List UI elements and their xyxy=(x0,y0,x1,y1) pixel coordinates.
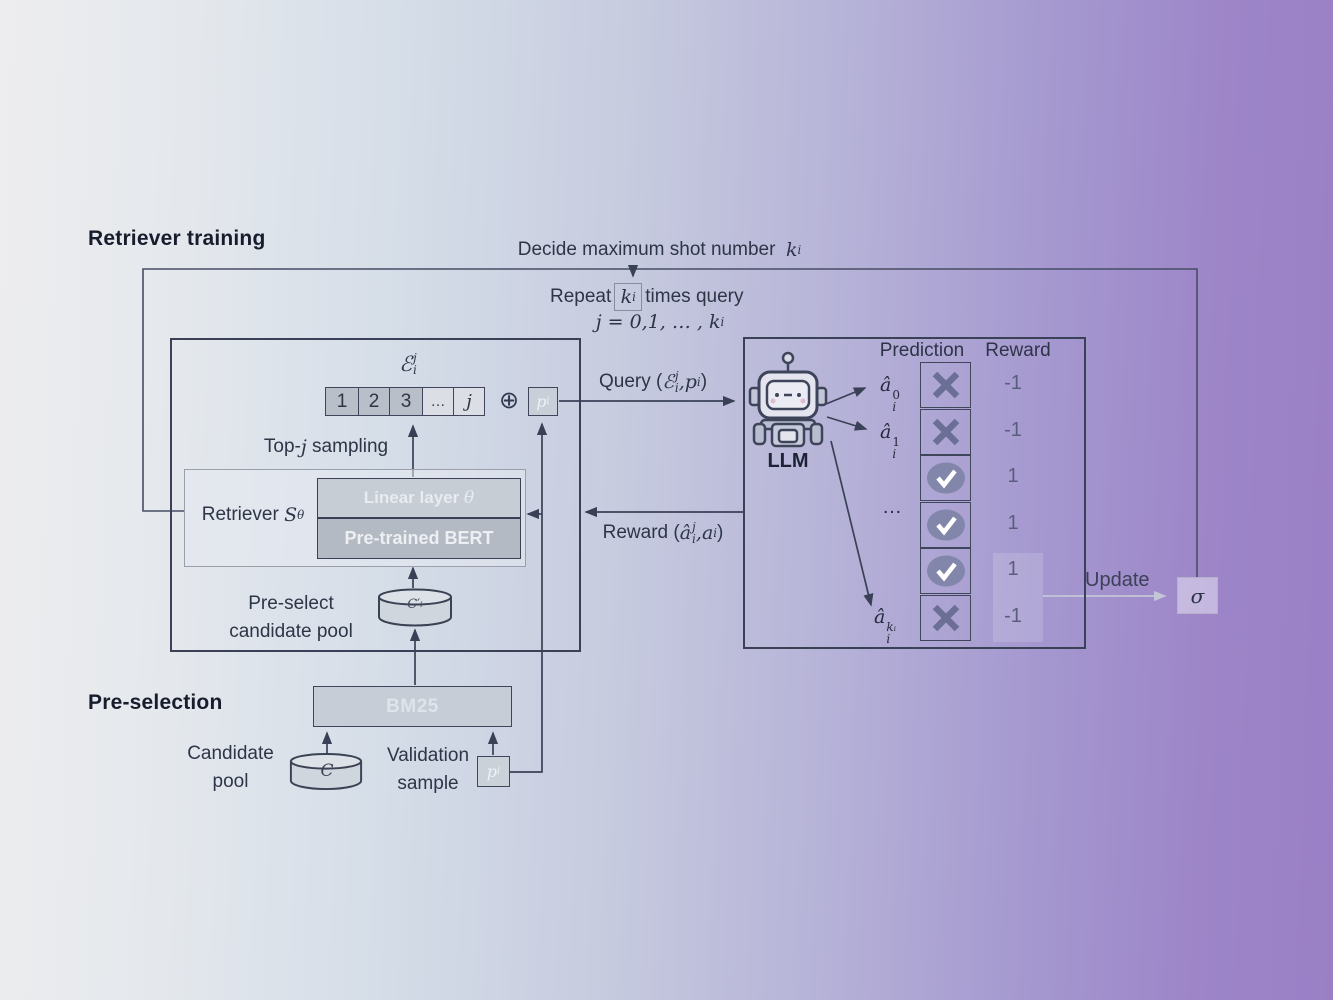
prediction-cell-4 xyxy=(920,548,971,594)
preselect-pool-symbol: C′i xyxy=(407,597,423,612)
update-label: Update xyxy=(1085,569,1150,591)
sigma-box: σ xyxy=(1177,577,1218,614)
prediction-dots: … xyxy=(882,496,902,518)
topj-sampling-label: Top-j sampling xyxy=(263,436,389,458)
training-loop-line xyxy=(142,268,1198,577)
llm-box xyxy=(743,337,1086,649)
reward-header: Reward xyxy=(985,340,1051,361)
episode-cell-2: 2 xyxy=(357,387,391,416)
preselect-pool-cylinder-icon xyxy=(378,588,452,627)
reward-value-5: -1 xyxy=(1004,605,1022,627)
prediction-cell-5 xyxy=(920,594,971,641)
reward-value-1: -1 xyxy=(1004,419,1022,441)
section-retriever-training: Retriever training xyxy=(88,227,266,250)
candidate-pool-symbol: C xyxy=(320,761,334,781)
llm-robot-icon xyxy=(748,351,828,448)
prediction-header: Prediction xyxy=(879,340,965,361)
arrow-llm-to-pred-k xyxy=(830,440,874,607)
episode-cell-dots: … xyxy=(421,387,455,416)
reward-highlight xyxy=(993,553,1043,642)
reward-value-0: -1 xyxy=(1004,372,1022,394)
prediction-cell-1 xyxy=(920,408,971,455)
reward-value-3: 1 xyxy=(1007,512,1019,534)
bm25-box: BM25 xyxy=(313,686,512,727)
llm-label: LLM xyxy=(767,450,809,472)
retriever-training-box xyxy=(170,338,581,652)
pretrained-bert-box: Pre-trained BERT xyxy=(317,518,521,559)
arrow-llm-to-pred-1 xyxy=(826,416,868,431)
reward-value-4: 1 xyxy=(1007,558,1019,580)
episode-cell-3: 3 xyxy=(389,387,423,416)
oplus-icon: ⊕ xyxy=(498,387,520,414)
episode-cell-1: 1 xyxy=(325,387,359,416)
candidate-pool-cylinder-icon xyxy=(289,752,363,791)
episode-cell-j: j xyxy=(453,387,485,416)
reward-value-2: 1 xyxy=(1007,465,1019,487)
prediction-cell-2 xyxy=(920,455,971,501)
section-pre-selection: Pre-selection xyxy=(88,691,223,714)
episode-cells: 1 2 3 … j xyxy=(325,387,485,416)
prediction-cell-3 xyxy=(920,501,971,548)
pi-feed-line xyxy=(510,422,548,773)
linear-layer-box: Linear layer θ xyxy=(317,478,521,518)
arrow-llm-to-pred-0 xyxy=(825,387,867,405)
prediction-cell-0 xyxy=(920,362,971,408)
